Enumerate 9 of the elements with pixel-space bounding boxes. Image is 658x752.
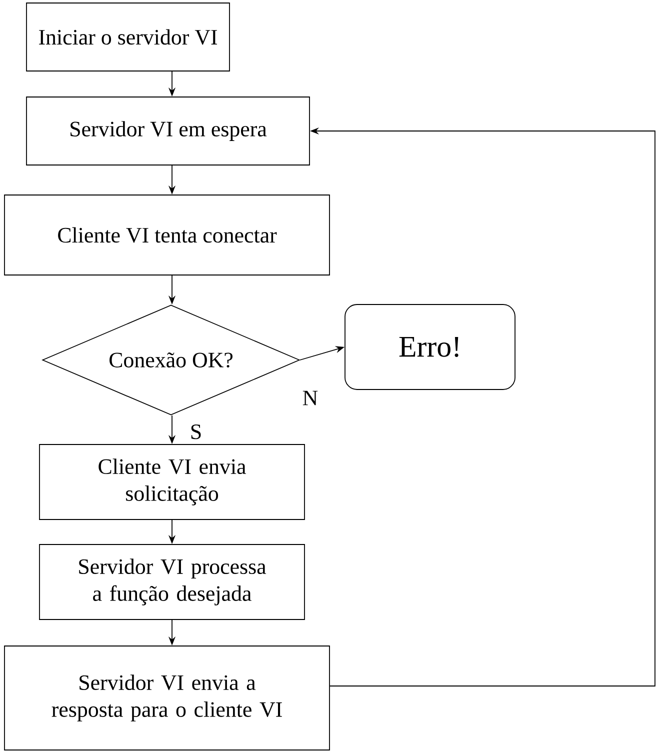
process-box: Servidor VI processa a função desejada	[39, 544, 305, 620]
process-box: Iniciar o servidor VI	[26, 2, 230, 72]
process-box: Cliente VI envia solicitação	[39, 444, 305, 520]
process-box: Servidor VI envia a resposta para o cliente VI	[4, 646, 330, 750]
process-box: Servidor VI em espera	[26, 96, 310, 166]
terminal-box: Erro!	[344, 304, 516, 390]
edge-label: N	[301, 390, 320, 406]
process-box: Cliente VI tenta conectar	[4, 194, 330, 276]
edge-label: S	[188, 423, 204, 440]
